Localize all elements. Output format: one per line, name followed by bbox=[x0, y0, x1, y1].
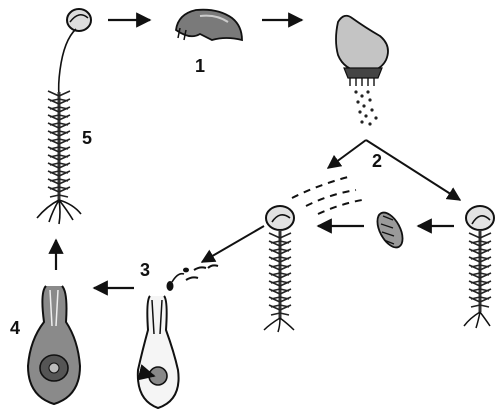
right-moss-plant bbox=[464, 206, 494, 328]
mature-moss-with-capsule bbox=[37, 9, 91, 224]
step-label-1: 1 bbox=[195, 56, 205, 76]
step-label-2: 2 bbox=[372, 151, 382, 171]
rhizoids bbox=[37, 200, 81, 224]
capsule-top bbox=[67, 9, 91, 31]
calyptra-cap bbox=[176, 10, 242, 40]
open-sporangium bbox=[336, 16, 388, 126]
released-spores bbox=[354, 90, 377, 125]
antheridia-cluster bbox=[372, 209, 407, 252]
arrow-plant-to-gametes bbox=[202, 226, 264, 262]
step-label-5: 5 bbox=[82, 128, 92, 148]
step-label-4: 4 bbox=[10, 318, 20, 338]
seta-stalk bbox=[59, 29, 76, 95]
sperm-cells bbox=[167, 265, 219, 291]
zygote-in-archegonium bbox=[28, 286, 80, 404]
spore-flight-dashes bbox=[292, 176, 362, 214]
step-label-3: 3 bbox=[140, 260, 150, 280]
archegonium-fertilization bbox=[138, 296, 179, 408]
arrow-spores-to-left-plant bbox=[328, 140, 366, 168]
middle-moss-plant bbox=[264, 206, 294, 332]
